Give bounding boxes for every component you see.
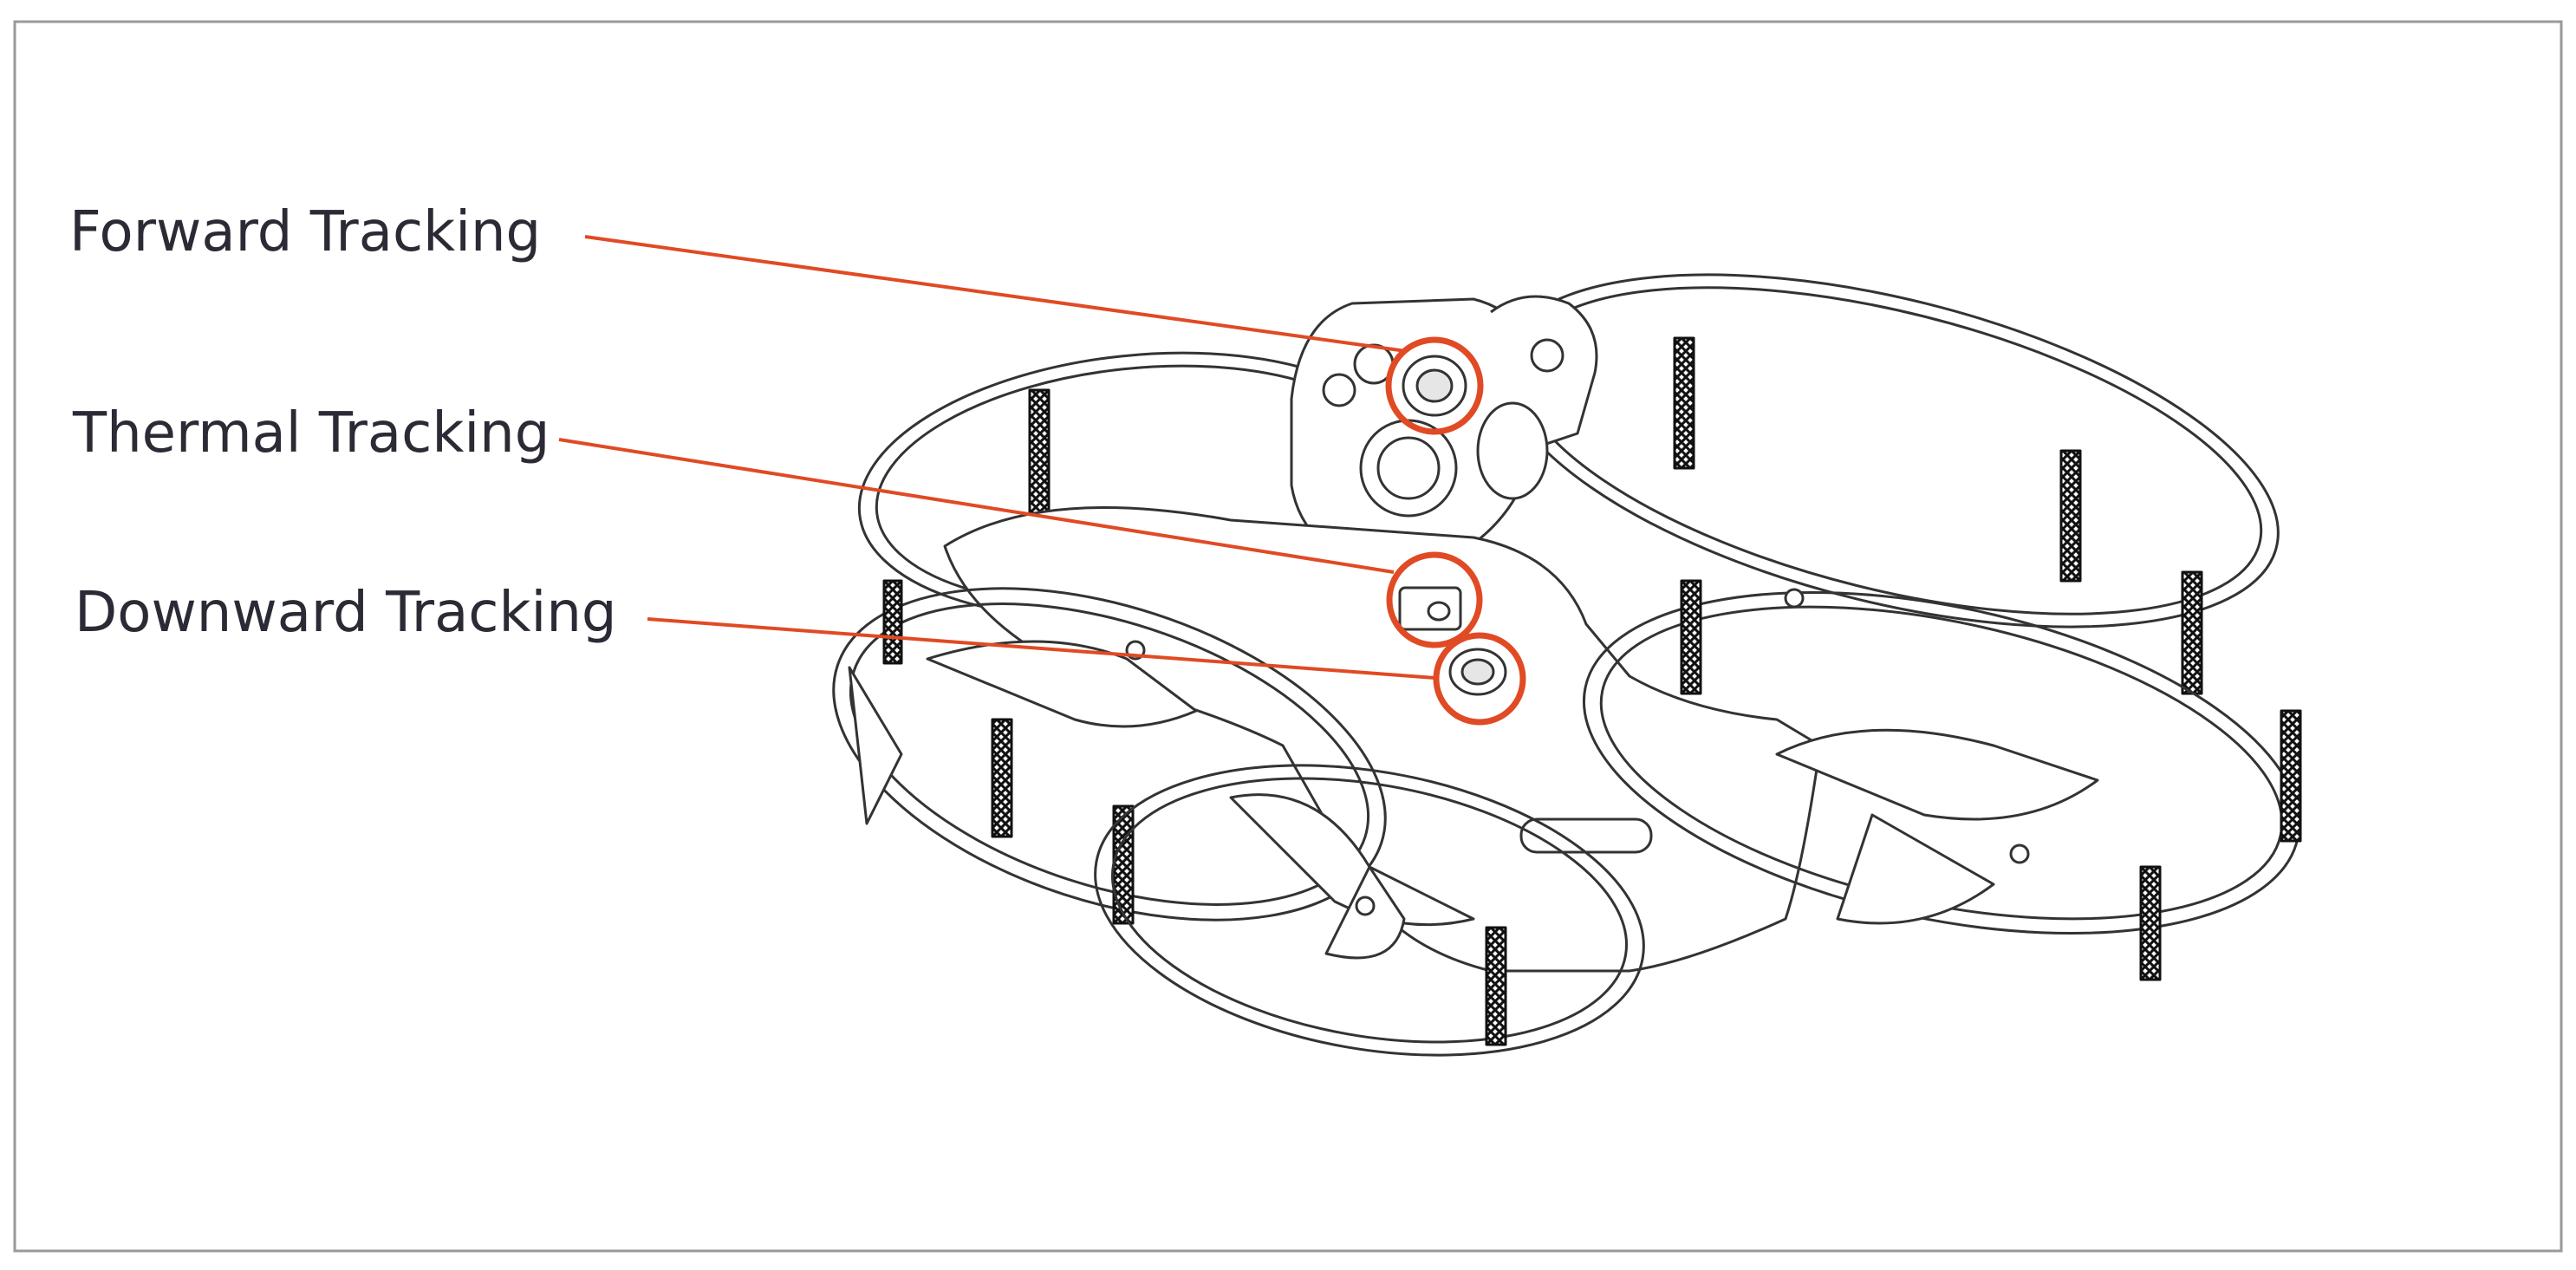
callout-downward (647, 617, 1526, 726)
prop-guard-front-middle (1094, 764, 1645, 1057)
callout-circle-forward (1385, 336, 1484, 435)
callout-thermal (558, 438, 1483, 648)
callout-line-forward (584, 235, 1407, 353)
prop-guard-rear-right (1499, 273, 2280, 695)
drone-body (832, 273, 2302, 1057)
label-forward-tracking: Forward Tracking (69, 200, 542, 264)
label-downward-tracking: Downward Tracking (75, 581, 617, 645)
callout-circle-thermal (1386, 551, 1483, 648)
callout-line-thermal (558, 438, 1395, 574)
callout-circle-downward (1433, 632, 1526, 726)
figure-border (13, 20, 2563, 1253)
label-thermal-tracking: Thermal Tracking (73, 401, 550, 466)
callout-line-downward (647, 617, 1436, 680)
callout-forward (584, 235, 1484, 435)
prop-guard-front-right (1582, 579, 2302, 981)
